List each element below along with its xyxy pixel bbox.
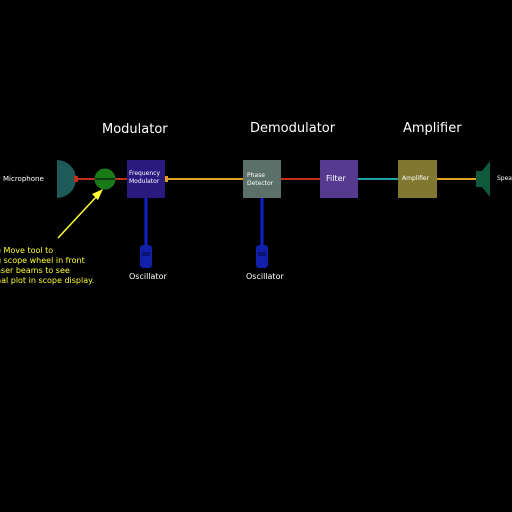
section-title-demodulator: Demodulator: [250, 121, 336, 136]
filter-label: Filter: [326, 174, 346, 183]
hint-arrow-shaft: [57, 195, 98, 239]
oscillator-label-1: Oscillator: [129, 272, 167, 281]
speaker-label: Speak: [497, 175, 512, 182]
hint-line-4: nal plot in scope display.: [0, 276, 95, 285]
instruction-hint: e Move tool to g scope wheel in front as…: [0, 246, 94, 286]
frequency-modulator-box[interactable]: [127, 160, 165, 198]
microphone-output-tab: [74, 176, 78, 182]
phase-detector-label-line2: Detector: [247, 180, 274, 187]
hint-line-2: g scope wheel in front: [0, 256, 85, 265]
phase-detector-label-line1: Phase: [247, 172, 265, 179]
oscillator-label-2: Oscillator: [246, 272, 284, 281]
phase-detector-box[interactable]: [243, 160, 281, 198]
section-title-amplifier: Amplifier: [403, 121, 462, 136]
microphone-icon[interactable]: [57, 160, 76, 198]
filter-box[interactable]: [320, 160, 358, 198]
frequency-modulator-output-tab: [165, 176, 168, 182]
hint-line-1: e Move tool to: [0, 246, 54, 255]
oscillator-icon-detail: [258, 252, 266, 256]
speaker-icon[interactable]: [476, 161, 490, 197]
frequency-modulator-label: Frequency Modulator: [129, 170, 160, 186]
frequency-modulator-label-line1: Frequency: [129, 170, 160, 177]
oscillator-icon[interactable]: [256, 245, 268, 268]
hint-line-3: aser beams to see: [0, 266, 70, 275]
amplifier-box-label: Amplifier: [402, 175, 430, 182]
frequency-modulator-label-line2: Modulator: [129, 178, 160, 185]
section-title-modulator: Modulator: [102, 122, 168, 137]
phase-detector-label: Phase Detector: [247, 172, 273, 188]
oscillator-icon[interactable]: [140, 245, 152, 268]
hint-arrow-head: [92, 189, 103, 200]
oscillator-icon-detail: [142, 252, 150, 256]
amplifier-box[interactable]: [398, 160, 437, 198]
microphone-label: Microphone: [3, 175, 44, 183]
